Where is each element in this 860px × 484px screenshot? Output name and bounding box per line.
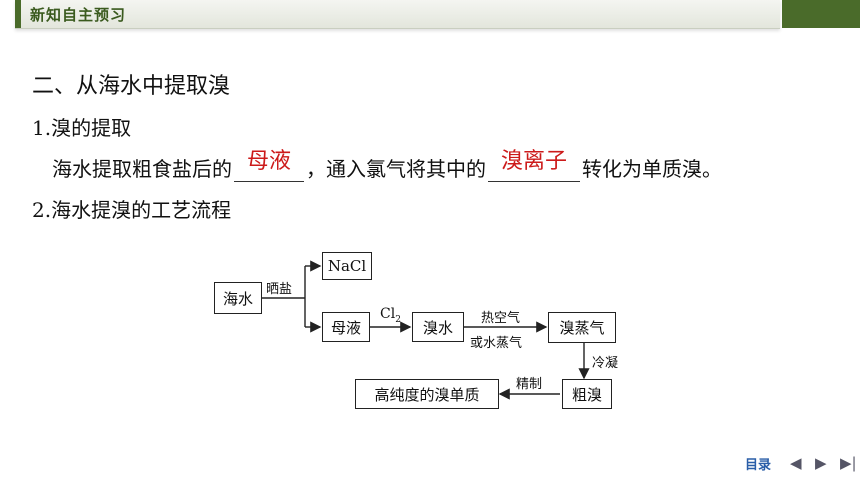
next-page-icon[interactable]: ▶ [815, 454, 827, 472]
box-mother-liquor: 母液 [322, 312, 370, 342]
box-crude-bromine: 粗溴 [562, 379, 612, 409]
prev-page-icon[interactable]: ◀ [790, 454, 802, 472]
box-nacl: NaCl [322, 252, 372, 280]
label-condense: 冷凝 [592, 356, 619, 371]
label-chlorine: Cl2 [380, 306, 401, 325]
sentence-part1: 海水提取粗食盐后的 [52, 157, 232, 181]
subheading-process-flow: 2.海水提溴的工艺流程 [32, 198, 232, 222]
sentence-part2: ，通入氯气将其中的 [306, 157, 486, 181]
label-hot-air: 热空气 [481, 311, 521, 326]
label-chlorine-subscript: 2 [395, 314, 401, 325]
label-chlorine-symbol: Cl [380, 306, 396, 322]
answer-mother-liquor: 母液 [246, 149, 292, 174]
sentence-part3: 转化为单质溴。 [582, 157, 722, 181]
blank-1: 母液 [234, 149, 304, 182]
last-page-icon[interactable]: ▶| [840, 454, 857, 472]
box-bromine-water: 溴水 [412, 312, 464, 342]
header-accent-stripe [15, 0, 21, 28]
fill-in-sentence: 海水提取粗食盐后的母液 ，通入氯气将其中的溴离子转化为单质溴。 [52, 149, 722, 182]
box-bromine-vapor: 溴蒸气 [548, 312, 616, 343]
label-or-steam: 或水蒸气 [470, 336, 523, 351]
box-pure-bromine: 高纯度的溴单质 [355, 379, 499, 409]
header-bar [15, 0, 780, 29]
toc-link[interactable]: 目录 [745, 458, 772, 473]
section-heading: 二、从海水中提取溴 [32, 74, 231, 99]
corner-decoration [782, 0, 860, 28]
label-sun-salt: 晒盐 [266, 282, 293, 297]
answer-bromide-ion: 溴离子 [500, 149, 568, 174]
box-seawater: 海水 [214, 282, 262, 314]
section-header-title: 新知自主预习 [30, 6, 127, 24]
subheading-extraction: 1.溴的提取 [32, 116, 132, 140]
label-refine: 精制 [516, 377, 543, 392]
blank-2: 溴离子 [488, 149, 580, 182]
